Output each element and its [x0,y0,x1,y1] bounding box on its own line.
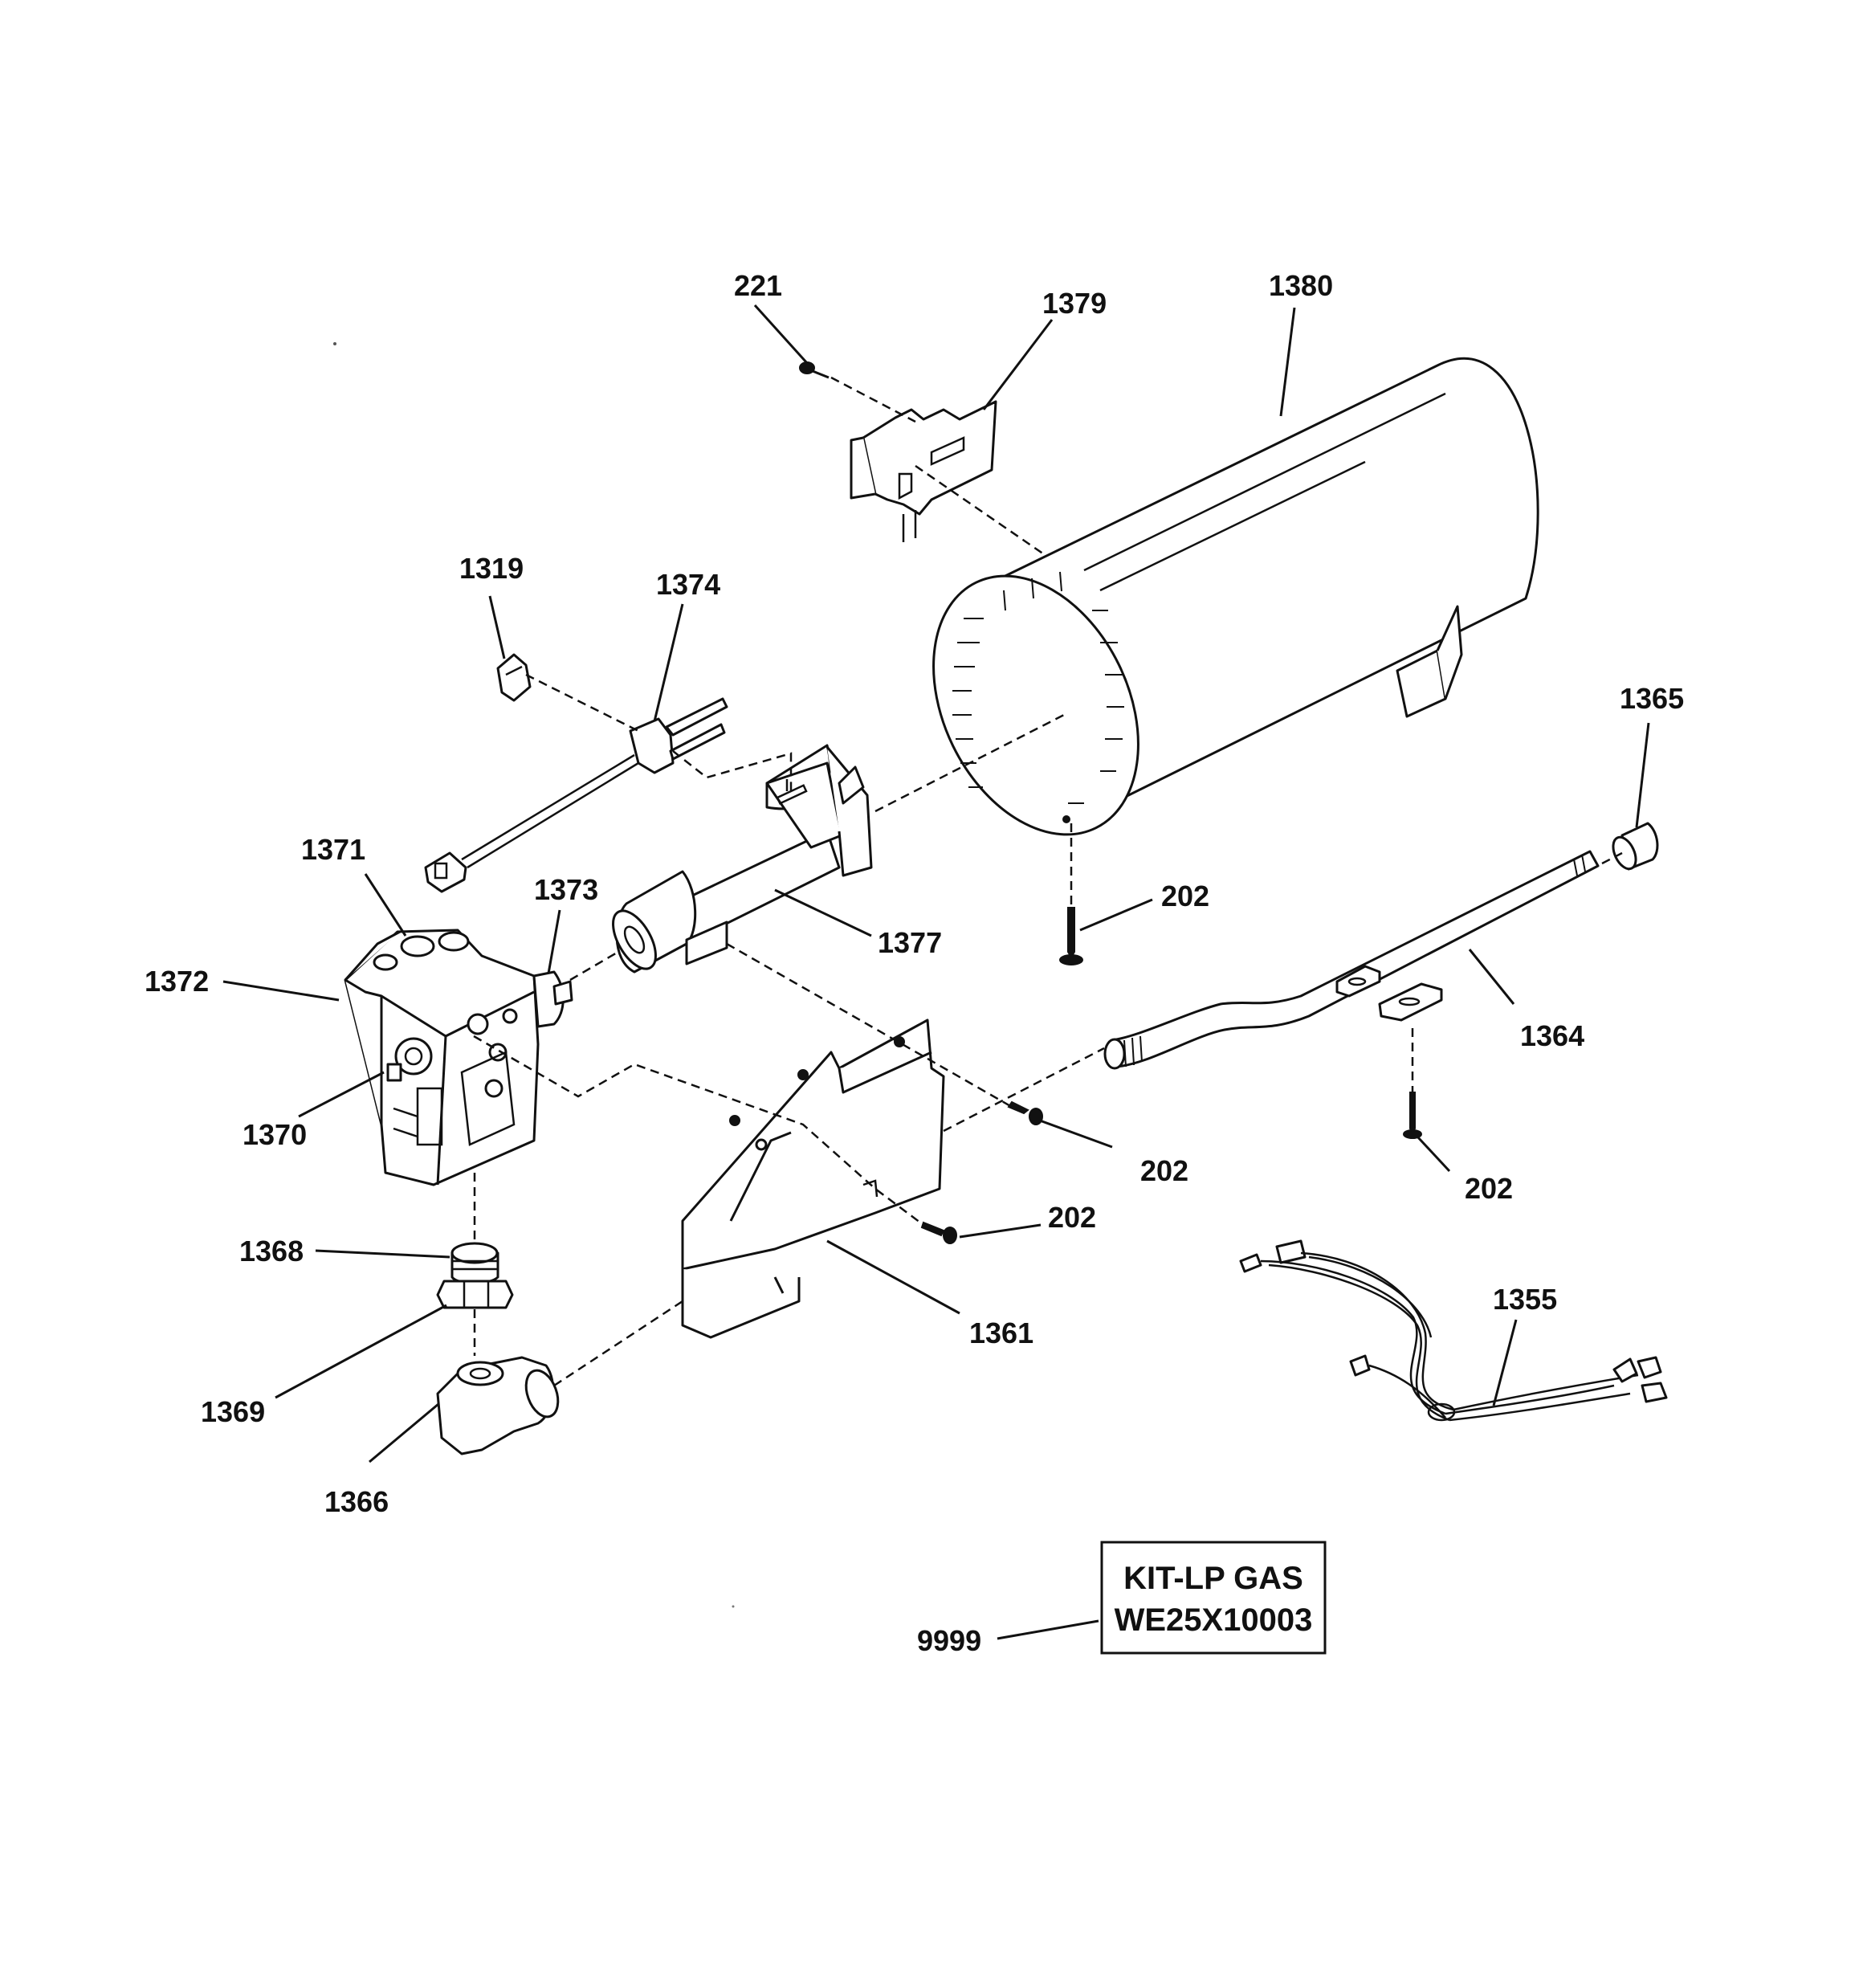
leader-lines [222,304,1650,1640]
callout-1368: 1368 [239,1235,304,1268]
callout-1372: 1372 [145,965,209,998]
screw-202-c [1403,1092,1422,1139]
callout-1380: 1380 [1269,269,1333,302]
assembly-lines [473,376,1623,1387]
screw-202-d [920,1221,957,1244]
callout-1377: 1377 [878,926,942,959]
callout-202-a: 202 [1161,880,1209,912]
screw-202-a [1059,907,1083,965]
callout-1364: 1364 [1520,1019,1584,1052]
scan-speck [732,1605,735,1608]
shield-1361 [681,1018,945,1339]
fitting-1368 [450,1242,499,1284]
callout-221: 221 [734,269,782,302]
callout-1361: 1361 [969,1316,1033,1349]
flame-sensor-bracket [850,400,997,542]
wire-harness-1355 [1239,1239,1668,1422]
gas-valve-assembly [344,929,573,1186]
callout-1319: 1319 [459,552,524,585]
elbow-1366 [436,1356,560,1455]
callout-1369: 1369 [201,1395,265,1428]
callout-9999: 9999 [917,1624,981,1657]
screw-202-b [1007,1100,1043,1125]
callout-1374: 1374 [656,568,720,601]
callout-1370: 1370 [243,1118,307,1151]
clip-1319 [496,653,532,702]
kit-box-title: KIT-LP GAS [1123,1561,1303,1596]
callout-1365: 1365 [1620,682,1684,715]
callout-202-d: 202 [1048,1201,1096,1234]
cap-1365 [1612,822,1659,871]
callout-1371: 1371 [301,833,365,866]
kit-box-part-number: WE25X10003 [1115,1602,1313,1638]
igniter-1374 [424,697,728,893]
hex-nut-1369 [436,1280,514,1309]
callout-1379: 1379 [1042,287,1107,320]
burner-tube-1377 [612,744,873,974]
callout-202-c: 202 [1465,1172,1513,1205]
manifold-pipe-1364 [1103,850,1600,1070]
callout-1355: 1355 [1493,1283,1557,1316]
scan-speck [333,342,336,345]
kit-box: KIT-LP GAS WE25X10003 [1100,1541,1327,1655]
callout-1373: 1373 [534,873,598,906]
callout-1366: 1366 [324,1485,389,1518]
screw-221 [799,361,830,379]
burner-drum [932,357,1539,836]
callout-202-b: 202 [1140,1154,1188,1187]
callout-labels: 221 1379 1380 1319 1374 1365 1371 1373 2… [145,269,1684,1657]
